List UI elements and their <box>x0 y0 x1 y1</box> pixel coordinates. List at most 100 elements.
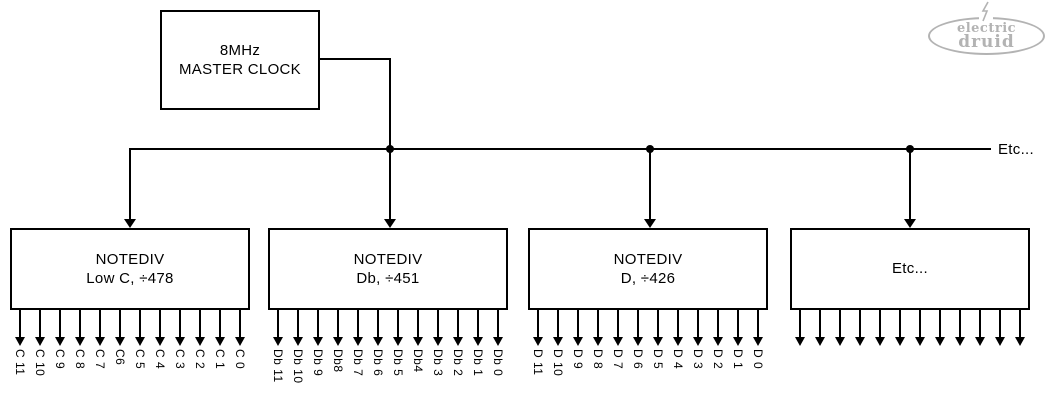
output-label: C 4 <box>153 349 167 370</box>
output-arrow <box>273 310 283 346</box>
output-label: C 8 <box>73 349 87 370</box>
output-arrow <box>413 310 423 346</box>
output-arrow <box>195 310 205 346</box>
output-label: D 1 <box>731 349 745 370</box>
output-label: Db 10 <box>291 349 305 384</box>
output-label: Db 5 <box>391 349 405 377</box>
notediv-box-d: NOTEDIV D, ÷426 <box>528 228 768 310</box>
output-arrow <box>673 310 683 346</box>
output-label: C 2 <box>193 349 207 370</box>
notediv-subtitle: Low C, ÷478 <box>86 270 174 287</box>
notediv-box-etc: Etc... <box>790 228 1030 310</box>
output-arrow <box>955 310 965 346</box>
output-label: C 7 <box>93 349 107 370</box>
notediv-title: NOTEDIV <box>95 250 165 268</box>
notediv-subtitle: D, ÷426 <box>620 270 676 287</box>
output-label: D 8 <box>591 349 605 370</box>
output-label: Db 0 <box>491 349 505 377</box>
output-arrow <box>493 310 503 346</box>
wire-clock-out-horizontal <box>318 58 391 60</box>
output-labels-box-3: D 11 D 10 D 9 D 8 D 7 D 6 D 5 D 4 D 3 D … <box>528 349 768 399</box>
output-arrow <box>573 310 583 346</box>
output-arrow <box>175 310 185 346</box>
output-arrow <box>975 310 985 346</box>
output-label: Db 7 <box>351 349 365 377</box>
notediv-box-db: NOTEDIV Db, ÷451 <box>268 228 508 310</box>
output-label: D 3 <box>691 349 705 370</box>
output-arrow <box>593 310 603 346</box>
output-arrow <box>653 310 663 346</box>
output-label: Db 1 <box>471 349 485 377</box>
output-label: Db 2 <box>451 349 465 377</box>
master-clock-frequency: 8MHz <box>219 41 261 59</box>
output-arrow <box>313 310 323 346</box>
output-arrow <box>753 310 763 346</box>
output-label: D 11 <box>531 349 545 376</box>
output-arrow <box>115 310 125 346</box>
output-arrow <box>373 310 383 346</box>
output-label: D 10 <box>551 349 565 377</box>
output-arrow <box>835 310 845 346</box>
wire-clock-drop <box>389 58 391 220</box>
output-arrows-box-1 <box>10 310 250 346</box>
notediv-title: NOTEDIV <box>353 250 423 268</box>
output-arrow <box>935 310 945 346</box>
output-arrow <box>795 310 805 346</box>
output-arrow <box>693 310 703 346</box>
output-label: D 6 <box>631 349 645 370</box>
output-arrow <box>215 310 225 346</box>
lightning-bolt-icon <box>979 1 993 23</box>
output-arrow <box>875 310 885 346</box>
output-arrows-box-2 <box>268 310 508 346</box>
output-label: D 7 <box>611 349 625 370</box>
output-label: D 2 <box>711 349 725 370</box>
output-label: Db 11 <box>271 349 285 383</box>
output-arrow <box>453 310 463 346</box>
junction-dot <box>906 145 914 153</box>
junction-dot <box>646 145 654 153</box>
output-arrow <box>293 310 303 346</box>
wire-drop-3 <box>649 148 651 220</box>
notediv-subtitle: Db, ÷451 <box>356 270 420 287</box>
wire-drop-4 <box>909 148 911 220</box>
arrowhead-into-box-4 <box>904 219 916 228</box>
output-arrow <box>533 310 543 346</box>
output-label: C 3 <box>173 349 187 370</box>
arrowhead-into-box-1 <box>124 219 136 228</box>
output-label: C6 <box>113 349 127 366</box>
output-arrow <box>95 310 105 346</box>
output-arrow <box>55 310 65 346</box>
logo-text-druid: druid <box>958 31 1015 52</box>
output-arrow <box>1015 310 1025 346</box>
output-label: D 4 <box>671 349 685 370</box>
logo-text-electric: electric <box>956 20 1017 36</box>
output-label: C 1 <box>213 349 227 370</box>
notediv-box-low-c: NOTEDIV Low C, ÷478 <box>10 228 250 310</box>
output-arrow <box>613 310 623 346</box>
output-arrow <box>155 310 165 346</box>
output-arrow <box>15 310 25 346</box>
output-arrows-box-3 <box>528 310 768 346</box>
output-label: Db8 <box>331 349 345 373</box>
bus-etc-label: Etc... <box>998 141 1034 158</box>
output-label: Db4 <box>411 349 425 373</box>
notediv-title: NOTEDIV <box>613 250 683 268</box>
output-arrow <box>75 310 85 346</box>
output-labels-box-2: Db 11 Db 10 Db 9 Db8 Db 7 Db 6 Db 5 Db4 … <box>268 349 508 399</box>
wire-drop-1 <box>129 148 131 220</box>
output-arrow <box>333 310 343 346</box>
output-label: C 11 <box>13 349 27 376</box>
output-label: D 5 <box>651 349 665 370</box>
output-label: C 9 <box>53 349 67 370</box>
output-arrow <box>733 310 743 346</box>
arrowhead-into-box-2 <box>384 219 396 228</box>
notediv-title: Etc... <box>892 260 928 278</box>
arrowhead-into-box-3 <box>644 219 656 228</box>
output-arrows-box-4 <box>790 310 1030 346</box>
output-arrow <box>713 310 723 346</box>
output-label: C 5 <box>133 349 147 370</box>
output-label: C 10 <box>33 349 47 377</box>
output-arrow <box>995 310 1005 346</box>
output-arrow <box>473 310 483 346</box>
output-arrow <box>235 310 245 346</box>
